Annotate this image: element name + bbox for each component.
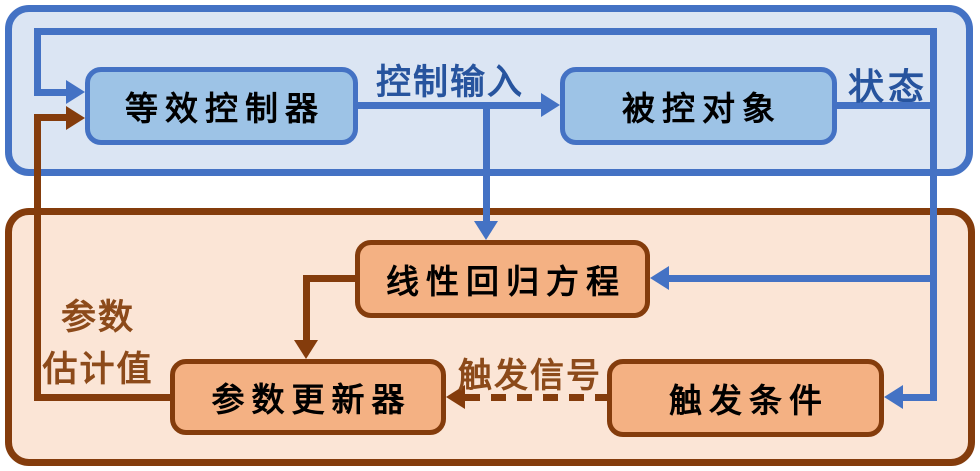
arrowhead-state-into-controller (66, 80, 85, 104)
edge-state-feedback-left-vertical (34, 28, 41, 96)
node-controlled-plant: 被控对象 (560, 67, 837, 145)
arrowhead-control-input-into-plant (541, 93, 560, 117)
edge-control-input-branch-down (483, 102, 490, 223)
label-parameter-estimate-line2: 估计值 (42, 349, 154, 389)
edge-parameter-estimate-bottom (34, 394, 170, 401)
label-trigger-signal: 触发信号 (458, 358, 602, 395)
arrowhead-state-into-trigger (884, 385, 903, 409)
label-control-input: 控制输入 (375, 63, 524, 102)
node-equivalent-controller: 等效控制器 (85, 67, 358, 145)
arrowhead-estimate-into-controller (66, 106, 85, 130)
node-parameter-updater: 参数更新器 (170, 359, 446, 435)
node-trigger-condition: 触发条件 (607, 359, 884, 437)
label-parameter-estimate: 参数 估计值 (22, 292, 174, 396)
label-state: 状态 (847, 67, 928, 107)
node-controlled-plant-label: 被控对象 (622, 92, 782, 128)
edge-regression-to-updater-horizontal (303, 275, 355, 282)
edge-control-input (358, 102, 543, 109)
edge-state-into-regression (668, 275, 937, 282)
edge-parameter-estimate-vertical (34, 114, 41, 401)
node-parameter-updater-label: 参数更新器 (211, 383, 412, 419)
edge-state-feedback-top (34, 28, 937, 35)
edge-regression-to-updater-vertical (303, 275, 310, 342)
edge-state-into-trigger (903, 394, 937, 401)
arrowhead-regression-into-updater (294, 340, 318, 359)
node-linear-regression-label: 线性回归方程 (386, 265, 626, 301)
label-parameter-estimate-line1: 参数 (60, 298, 135, 337)
node-linear-regression: 线性回归方程 (355, 240, 650, 318)
edge-parameter-estimate-into-controller (34, 114, 67, 121)
arrowhead-state-into-regression (650, 266, 669, 290)
node-trigger-condition-label: 触发条件 (669, 384, 829, 420)
arrowhead-trigger-into-updater (446, 385, 465, 409)
edge-state-feedback-into-controller (34, 89, 67, 96)
edge-state-right-vertical (930, 28, 937, 401)
node-equivalent-controller-label: 等效控制器 (125, 92, 325, 128)
edge-trigger-signal-dashed (465, 394, 607, 401)
edge-state-output (837, 102, 937, 109)
arrowhead-control-into-regression (474, 221, 498, 240)
